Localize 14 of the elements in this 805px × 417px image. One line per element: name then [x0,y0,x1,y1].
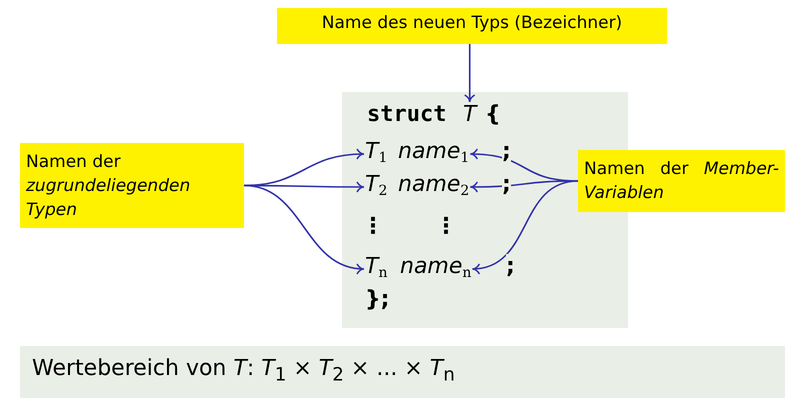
callout-label: Namen der zugrundeliegenden Typen [20,143,244,228]
type-name: T$_{2}$ [365,172,388,198]
type-name: T [463,102,476,128]
member-name: name$_{2}$ [398,172,470,198]
member-name: name$_{n}$ [400,254,472,280]
callout-label: Namen der Member-Variablen [578,150,785,212]
code-keyword: struct [367,102,446,128]
type-name: T$_{n}$ [365,254,388,280]
code-brace: }; [365,287,390,313]
value-range-bar: Wertebereich von T: T$_{1}$ × T$_{2}$ × ... × T$_{n}$ [20,346,785,398]
type-name: T$_{1}$ [365,139,388,165]
code-brace: { [485,102,501,128]
callout-label: Name des neuen Typs (Bezeichner) [277,8,667,44]
member-name: name$_{1}$ [398,139,470,165]
